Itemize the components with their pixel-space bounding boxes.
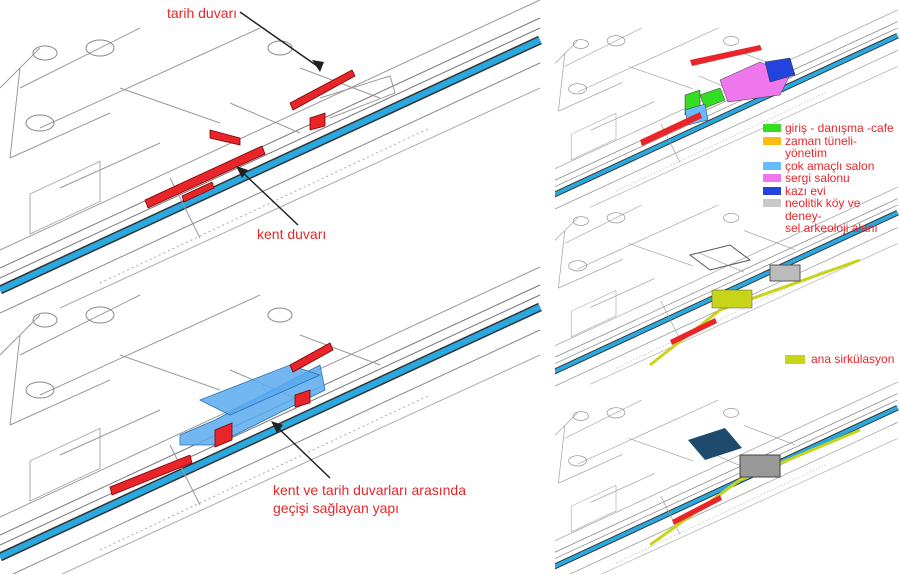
swatch-icon [763,199,781,207]
arrow-tarih [239,11,321,69]
legend-item: çok amaçlı salon [763,159,900,173]
legend-item: neolitik köy ve deney- [763,197,900,222]
legend-item: giriş - danışma -cafe [763,122,900,135]
swatch-icon [785,354,805,364]
circulation-legend: ana sirkülasyon [785,353,894,366]
panel-bottom-left [0,267,540,574]
legend-item: zaman tüneli- yönetim [763,134,900,160]
label-kent-duvari: kent duvarı [257,226,327,242]
swatch-icon [763,161,781,170]
label-transfer-line2: geçişi sağlayan yapı [273,500,400,516]
legend-item: kazı evi [763,184,900,198]
swatch-icon [763,124,781,132]
legend-item: sergi salonu [763,172,900,185]
swatch-icon [763,174,781,182]
program-blocks [640,45,796,146]
legend-item-continuation: sel arkeoloji alanı [785,221,878,235]
swatch-icon [763,136,781,145]
label-transfer-line1: kent ve tarih duvarları arasında [273,482,466,498]
swatch-icon [763,186,781,195]
circulation-bottom [649,428,861,547]
label-tarih-duvari: tarih duvarı [167,5,238,21]
panel-top-left [0,0,540,313]
panel-bottom-right [552,382,898,574]
circulation-middle [649,244,861,367]
program-legend: giriş - danışma -cafe zaman tüneli- yöne… [763,122,900,235]
